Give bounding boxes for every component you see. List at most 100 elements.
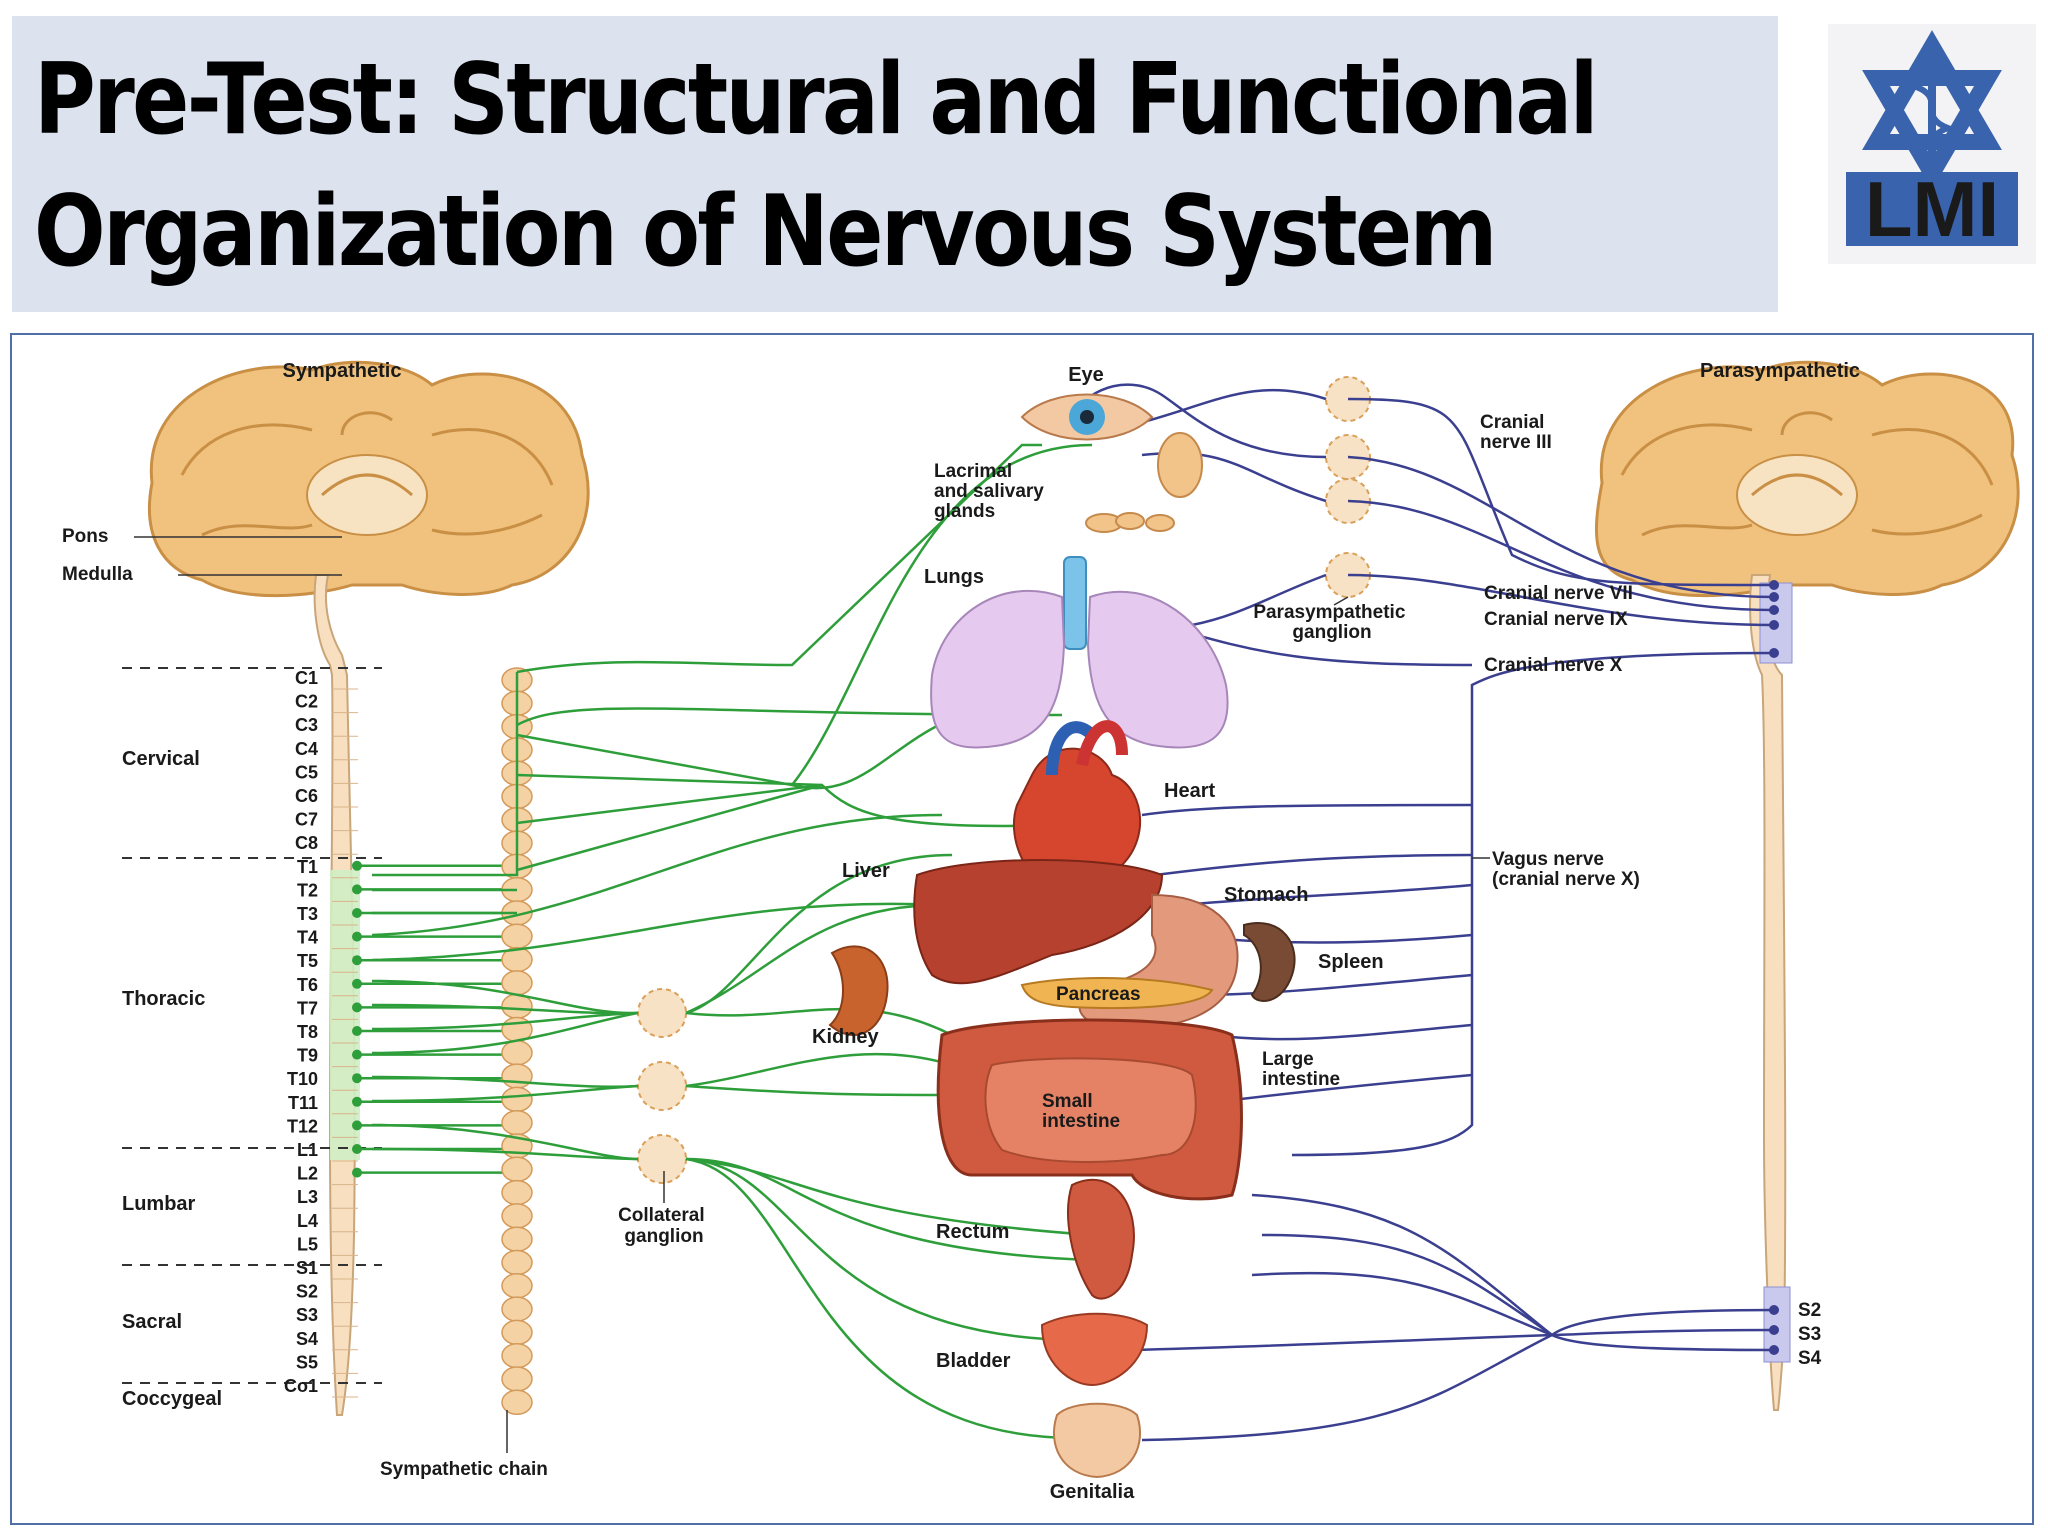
thoracic-label: Thoracic (122, 988, 205, 1010)
bladder-organ (1040, 1312, 1149, 1387)
segment-label-l2: L2 (297, 1164, 318, 1184)
lungs-organ (930, 556, 1229, 749)
segment-label-s4: S4 (296, 1329, 318, 1349)
segment-label-t9: T9 (297, 1046, 318, 1066)
sacral-label: Sacral (122, 1311, 182, 1333)
sympathetic-fibers (371, 443, 1093, 1440)
parasympathetic-ganglia (1325, 376, 1371, 598)
chain-ganglion (501, 1366, 533, 1392)
large-intestine-label: Large intestine (1262, 1049, 1340, 1090)
cn10-label: Cranial nerve X (1484, 655, 1623, 676)
liver-organ (913, 859, 1164, 985)
segment-label-c1: C1 (295, 668, 318, 688)
pons-label: Pons (62, 526, 108, 547)
segment-label-t10: T10 (287, 1069, 318, 1089)
star-caduceus-logo-icon: LMI (1846, 30, 2018, 253)
cervical-label: Cervical (122, 748, 200, 770)
chain-ganglion (501, 1063, 533, 1089)
chain-ganglion (501, 923, 533, 950)
chain-ganglion (501, 1156, 533, 1183)
logo-text: LMI (1865, 165, 1999, 253)
sacral-outflow-s4: S4 (1798, 1348, 1822, 1369)
segment-label-t11: T11 (288, 1093, 318, 1113)
page-title: Pre-Test: Structural and Functional Orga… (34, 34, 1599, 298)
chain-ganglion (501, 1040, 533, 1066)
segment-label-s1: S1 (296, 1258, 318, 1278)
sympathetic-label: Sympathetic (283, 360, 402, 382)
segment-label-c3: C3 (295, 715, 318, 735)
chain-ganglion (501, 1249, 533, 1276)
segment-label-s2: S2 (296, 1282, 318, 1302)
segment-label-c2: C2 (295, 692, 318, 712)
pancreas-label: Pancreas (1056, 984, 1141, 1005)
kidney-organ (828, 945, 889, 1036)
kidney-label: Kidney (812, 1026, 880, 1048)
segment-label-l4: L4 (297, 1211, 318, 1231)
title-banner (12, 16, 1778, 312)
parasympathetic-label: Parasympathetic (1700, 360, 1860, 382)
segment-labels: C1C2C3C4C5C6C7C8T1T2T3T4T5T6T7T8T9T10T11… (284, 668, 358, 1398)
segment-label-t2: T2 (297, 880, 318, 900)
heart-organ (1012, 720, 1142, 893)
sacral-outflow-s2: S2 (1798, 1300, 1821, 1321)
segment-label-c8: C8 (295, 833, 318, 853)
pancreas-organ (1020, 977, 1214, 1010)
lmi-logo: LMI (1828, 24, 2036, 264)
segment-label-c4: C4 (295, 739, 318, 759)
rectum-organ (1067, 1178, 1135, 1300)
liver-label: Liver (842, 860, 890, 882)
segment-label-co1: Co1 (284, 1376, 318, 1396)
segment-label-t3: T3 (297, 904, 318, 924)
chain-ganglion (501, 1273, 533, 1299)
segment-label-t12: T12 (287, 1116, 318, 1136)
segment-label-t1: T1 (297, 857, 318, 877)
glands-organ (1085, 432, 1203, 533)
chain-ganglion (501, 1179, 533, 1206)
segment-label-c5: C5 (295, 762, 318, 782)
left-spinal-cord (313, 574, 360, 1416)
chain-ganglion (501, 1319, 533, 1346)
cranial-nucleus-dots (1769, 580, 1779, 1355)
parasympathetic-fibers (1011, 383, 1775, 1442)
segment-label-l3: L3 (297, 1187, 318, 1207)
spleen-label: Spleen (1318, 951, 1384, 973)
right-brain (1594, 360, 2020, 598)
chain-ganglion (501, 970, 533, 996)
sympathetic-chain-label: Sympathetic chain (380, 1459, 548, 1480)
chain-ganglion (501, 1109, 533, 1136)
segment-label-t4: T4 (297, 928, 318, 948)
para-ganglion-label: Parasympathetic ganglion (1253, 602, 1410, 643)
glands-label: Lacrimal and salivary glands (934, 461, 1049, 522)
left-brain (147, 360, 590, 598)
chain-ganglion (501, 1342, 533, 1369)
chain-ganglion (501, 1296, 533, 1322)
segment-label-c6: C6 (295, 786, 318, 806)
right-spinal-cord (1749, 574, 1793, 1411)
segment-label-t5: T5 (297, 951, 318, 971)
cn9-label: Cranial nerve IX (1484, 609, 1628, 630)
vagus-label: Vagus nerve (cranial nerve X) (1492, 849, 1640, 890)
intestines-organ (936, 1018, 1243, 1201)
coccygeal-label: Coccygeal (122, 1388, 222, 1410)
lungs-label: Lungs (924, 566, 984, 588)
heart-label: Heart (1164, 780, 1215, 802)
region-dividers (122, 667, 382, 1384)
eye-organ (1020, 393, 1154, 441)
collateral-ganglia (637, 988, 687, 1184)
bladder-label: Bladder (936, 1350, 1011, 1372)
sacral-outflow-s3: S3 (1798, 1324, 1821, 1345)
chain-ganglion (501, 1226, 533, 1252)
spleen-organ (1243, 922, 1296, 1002)
genitalia-label: Genitalia (1050, 1481, 1135, 1503)
segment-label-s5: S5 (296, 1352, 318, 1372)
segment-label-l5: L5 (297, 1234, 318, 1254)
chain-ganglion (501, 1086, 533, 1113)
cn3-label: Cranial nerve III (1480, 412, 1552, 453)
eye-label: Eye (1068, 364, 1104, 386)
small-intestine-label: Small intestine (1042, 1091, 1120, 1132)
stomach-label: Stomach (1224, 884, 1308, 906)
medulla-label: Medulla (62, 564, 133, 585)
segment-label-c7: C7 (295, 810, 318, 830)
segment-label-t6: T6 (297, 975, 318, 995)
title-line-1: Pre-Test: Structural and Functional (34, 43, 1599, 157)
